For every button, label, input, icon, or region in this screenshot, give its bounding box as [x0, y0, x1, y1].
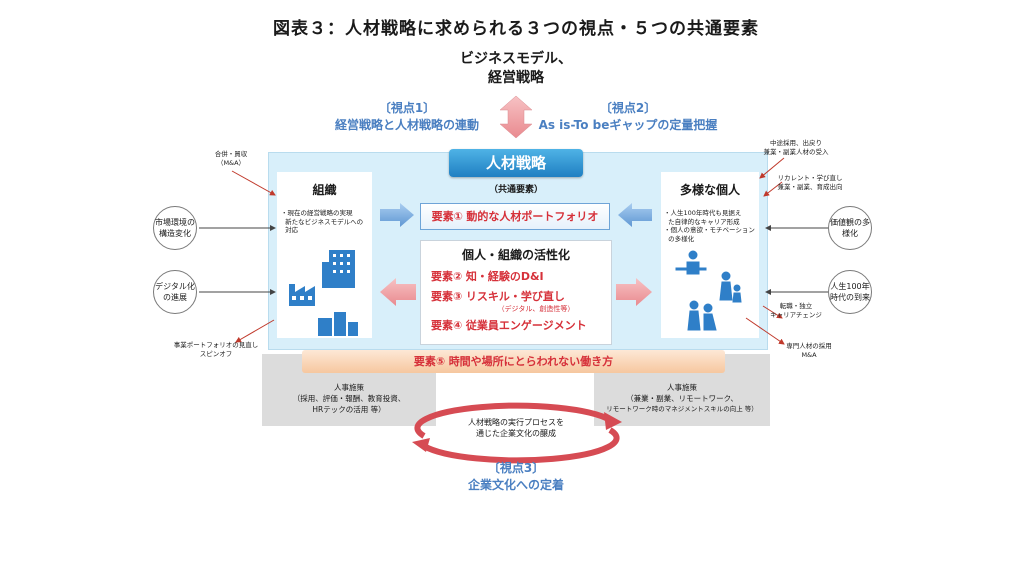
element-4-tag: 要素④: [431, 319, 463, 332]
element-1-box: 要素① 動的な人材ポートフォリオ: [420, 203, 610, 230]
organization-bullet-3: 対応: [281, 226, 299, 234]
circle-value-diversity: 価値観の多様化: [828, 206, 872, 250]
city-icon: [318, 312, 358, 336]
note-merger-line2: （M&A）: [216, 158, 246, 167]
note-pro-hiring-line2: M&A: [801, 350, 817, 359]
element-4-text: 従業員エンゲージメント: [465, 319, 587, 332]
individual-title: 多様な個人: [679, 183, 740, 197]
note-spinoff-line2: スピンオフ: [199, 349, 233, 358]
note-mid-career-line1: 中途採用、出戻り: [770, 139, 822, 147]
element-5-bar: 要素⑤ 時間や場所にとらわれない働き方: [302, 350, 725, 373]
view-1: 〔視点1〕 経営戦略と人材戦略の連動: [322, 100, 492, 134]
business-model-line2: 経営戦略: [488, 70, 544, 86]
organization-bullet-2: 新たなビジネスモデルへの: [281, 217, 364, 226]
element-4: 要素④ 従業員エンゲージメント: [431, 317, 611, 333]
circle-100-year-life: 人生100年時代の到来: [828, 270, 872, 314]
view-1-text: 経営戦略と人材戦略の連動: [334, 118, 479, 132]
hr-policy-right-title: 人事施策: [667, 383, 697, 392]
organization-title: 組織: [312, 183, 337, 197]
note-career-change: 転職・独立 キャリアチェンジ: [766, 302, 826, 319]
element-3-note: （デジタル、創造性等）: [497, 305, 575, 313]
view-2-text: As is-To beギャップの定量把握: [538, 118, 718, 132]
element-2-tag: 要素②: [431, 270, 463, 283]
page-title: 図表３：人材戦略に求められる３つの視点・５つの共通要素: [273, 19, 759, 39]
individual-bullet-3: ・個人の意欲・モチベーション: [664, 226, 755, 234]
element-3: 要素③ リスキル・学び直し: [431, 288, 611, 304]
cycle-arrow-head-right: [604, 412, 622, 430]
view-3-tag: 〔視点3〕: [487, 461, 545, 475]
view-2: 〔視点2〕 As is-To beギャップの定量把握: [538, 100, 718, 134]
element-5-text: 時間や場所にとらわれない働き方: [448, 355, 614, 368]
hr-policy-right-text: 人事施策 （兼業・副業、リモートワーク、 リモートワーク時のマネジメントスキルの…: [594, 382, 770, 415]
note-career-change-line1: 転職・独立: [779, 302, 813, 310]
business-model-label: ビジネスモデル、 経営戦略: [441, 50, 591, 88]
note-recurrent-line1: リカレント・学び直し: [777, 174, 843, 182]
organization-bullet-1: ・現在の経営戦略の実現: [281, 209, 353, 217]
organization-panel: [277, 172, 372, 338]
hr-policy-right-line2: リモートワーク時のマネジメントスキルの向上 等）: [606, 405, 758, 413]
view-3: 〔視点3〕 企業文化への定着: [446, 460, 586, 494]
arrow-individual-to-element1: [618, 203, 652, 227]
note-spinoff: 事業ポートフォリオの見直し スピンオフ: [168, 341, 264, 358]
activation-title: 個人・組織の活性化: [461, 248, 570, 262]
organization-bullets: ・現在の経営戦略の実現 新たなビジネスモデルへの 対応: [281, 209, 373, 235]
element-5-tag: 要素⑤: [413, 355, 446, 368]
cycle-text-line1: 人材戦略の実行プロセスを: [468, 418, 564, 427]
note-career-change-line2: キャリアチェンジ: [770, 310, 822, 319]
cycle-arrows-icon: [414, 402, 620, 464]
buildings-icon: [322, 250, 355, 288]
view-1-tag: 〔視点1〕: [378, 101, 436, 115]
people-icon: [675, 250, 742, 331]
note-mid-career-line2: 兼業・副業人材の受入: [763, 147, 829, 156]
note-mid-career: 中途採用、出戻り 兼業・副業人材の受入: [750, 139, 842, 156]
view-2-tag: 〔視点2〕: [599, 101, 657, 115]
hr-policy-left-title: 人事施策: [334, 383, 364, 392]
note-recurrent-line2: 兼業・副業、育成出向: [777, 182, 843, 191]
note-spinoff-line1: 事業ポートフォリオの見直し: [173, 341, 259, 349]
note-recurrent: リカレント・学び直し 兼業・副業、育成出向: [770, 174, 850, 191]
hr-policy-left-line2: HRテックの活用 等）: [312, 405, 386, 414]
double-arrow-vertical-icon: [499, 95, 533, 139]
activation-box: 個人・組織の活性化 要素② 知・経験のD&I 要素③ リスキル・学び直し （デジ…: [420, 240, 612, 345]
note-pro-hiring: 専門人材の採用 M&A: [774, 342, 844, 359]
element-2: 要素② 知・経験のD&I: [431, 268, 611, 284]
cycle-text: 人材戦略の実行プロセスを 通じた企業文化の醸成: [448, 417, 584, 439]
element-3-text: リスキル・学び直し: [465, 290, 565, 303]
note-merger: 合併・買収 （M&A）: [206, 150, 256, 167]
note-pro-hiring-line1: 専門人材の採用: [786, 342, 832, 350]
element-2-text: 知・経験のD&I: [465, 270, 544, 283]
individual-bullet-1: ・人生100年時代も見据え: [664, 209, 742, 217]
arrow-activation-to-org: [380, 278, 416, 306]
element-1-tag: 要素①: [431, 210, 463, 223]
arrow-activation-to-individual: [616, 278, 652, 306]
hr-policy-left-text: 人事施策 （採用、評価・報酬、教育投資、 HRテックの活用 等）: [262, 382, 436, 415]
view-3-text: 企業文化への定着: [467, 478, 564, 492]
hr-policy-right-line1: （兼業・副業、リモートワーク、: [626, 394, 738, 403]
factory-icon: [289, 284, 315, 306]
hr-policy-left-line1: （採用、評価・報酬、教育投資、: [292, 394, 406, 403]
circle-digitalization: デジタル化の進展: [153, 270, 197, 314]
common-elements-label: （共通要素）: [488, 185, 543, 195]
cycle-text-line2: 通じた企業文化の醸成: [476, 429, 556, 438]
cycle-arrow-head-left: [412, 438, 430, 452]
note-merger-line1: 合併・買収: [214, 150, 248, 158]
individual-bullet-2: た自律的なキャリア形成: [664, 217, 740, 226]
individual-bullet-4: の多様化: [664, 234, 695, 243]
element-3-tag: 要素③: [431, 290, 463, 303]
arrow-org-to-element1: [380, 203, 414, 227]
individual-bullets: ・人生100年時代も見据え た自律的なキャリア形成 ・個人の意欲・モチベーション…: [664, 209, 760, 243]
business-model-line1: ビジネスモデル、: [460, 51, 572, 67]
element-1-text: 動的な人材ポートフォリオ: [466, 210, 599, 223]
circle-market-change: 市場環境の構造変化: [153, 206, 197, 250]
hr-strategy-tab: 人材戦略: [449, 149, 583, 177]
